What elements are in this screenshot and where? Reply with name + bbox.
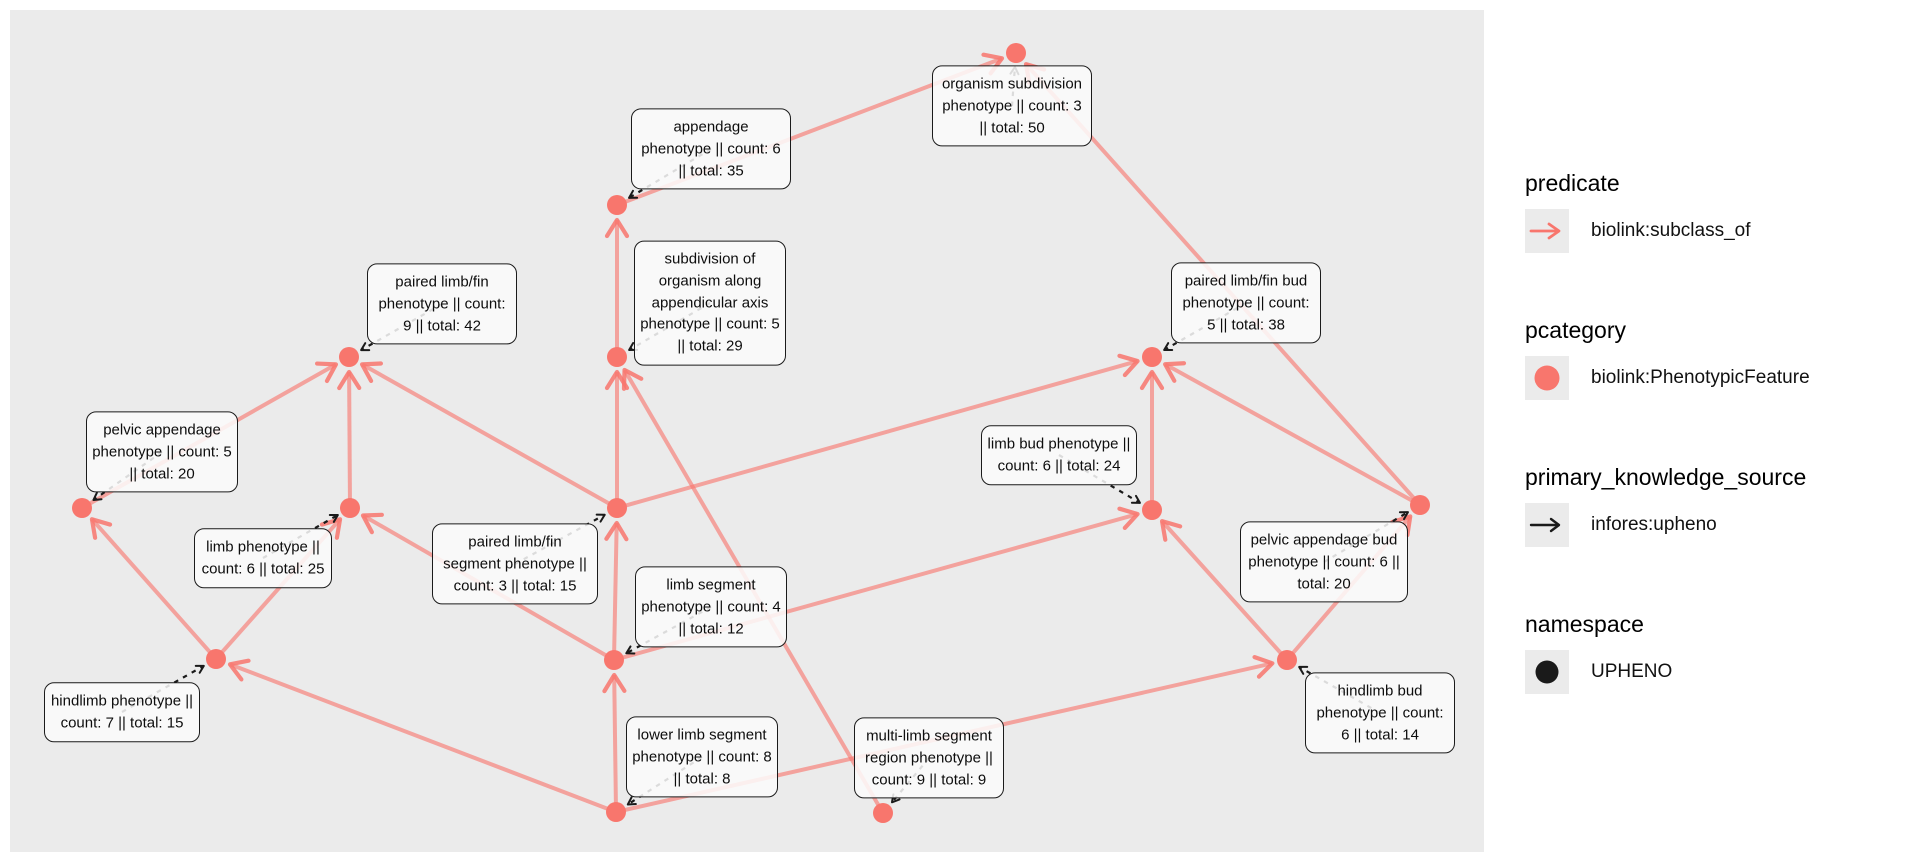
legend-section-namespace: namespace UPHENO xyxy=(1525,611,1915,694)
legend-title-primary-knowledge-source: primary_knowledge_source xyxy=(1525,464,1807,490)
label-connector xyxy=(360,303,443,352)
legend-label: UPHENO xyxy=(1591,661,1673,682)
edge-subclass-of xyxy=(613,506,1140,662)
edge-subclass-of xyxy=(1023,62,1422,507)
legend-item-infores-upheno: infores:upheno xyxy=(1525,503,1915,547)
label-connector xyxy=(92,451,163,501)
edge-subclass-of xyxy=(337,369,362,509)
graph-node-subdivision-of-organism-along-appendicular-axis-phenotype xyxy=(607,347,627,367)
edges-layer xyxy=(81,52,1422,815)
edge-subclass-of xyxy=(359,361,618,510)
edge-subclass-of xyxy=(621,367,885,815)
legend-section-primary-knowledge-source: primary_knowledge_source infores:upheno xyxy=(1525,464,1915,547)
label-connector xyxy=(1323,511,1409,563)
graph-node-hindlimb-phenotype xyxy=(206,649,226,669)
edge-subclass-of xyxy=(604,520,629,661)
legend-label: biolink:subclass_of xyxy=(1591,220,1751,241)
label-connector xyxy=(628,302,711,351)
legend-item-subclass-of: biolink:subclass_of xyxy=(1525,209,1915,253)
legend-section-predicate: predicate biolink:subclass_of xyxy=(1525,170,1915,253)
label-connector xyxy=(1298,665,1381,714)
graph-node-hindlimb-bud-phenotype xyxy=(1277,650,1297,670)
graph-node-pelvic-appendage-phenotype xyxy=(72,498,92,518)
graph-node-pelvic-appendage-bud-phenotype xyxy=(1410,495,1430,515)
graph-node-lower-limb-segment-phenotype xyxy=(606,802,626,822)
legend-label: biolink:PhenotypicFeature xyxy=(1591,367,1810,388)
edge-subclass-of xyxy=(214,517,343,661)
legend-title-namespace: namespace xyxy=(1525,611,1644,637)
label-connector xyxy=(890,757,930,804)
graph-node-paired-limb-fin-bud-phenotype xyxy=(1142,347,1162,367)
edge-subclass-of xyxy=(615,654,1275,814)
label-connector xyxy=(626,756,703,806)
graph-node-appendage-phenotype xyxy=(607,195,627,215)
graph-node-multi-limb-segment-region-phenotype xyxy=(873,803,893,823)
edge-subclass-of xyxy=(602,672,627,813)
legend: predicate biolink:subclass_of pcategory xyxy=(1525,170,1915,758)
edge-subclass-of xyxy=(81,361,339,510)
nodes-layer xyxy=(72,43,1430,823)
legend-item-phenotypic-feature: biolink:PhenotypicFeature xyxy=(1525,356,1915,400)
edge-subclass-of xyxy=(89,517,218,661)
namespace-dot-icon xyxy=(1525,650,1569,694)
graph-node-limb-phenotype xyxy=(340,498,360,518)
edge-subclass-of xyxy=(1159,519,1289,662)
edge-subclass-of xyxy=(360,512,615,662)
legend-section-pcategory: pcategory biolink:PhenotypicFeature xyxy=(1525,317,1915,400)
legend-item-upheno: UPHENO xyxy=(1525,650,1915,694)
label-connector xyxy=(1009,65,1020,107)
knowledge-source-arrow-icon xyxy=(1525,503,1569,547)
graph-node-limb-bud-phenotype xyxy=(1142,500,1162,520)
edge-subclass-of xyxy=(616,52,1005,207)
graph-node-organism-subdivision-phenotype xyxy=(1006,43,1026,63)
label-connector xyxy=(514,513,606,565)
legend-title-predicate: predicate xyxy=(1525,170,1620,196)
label-connector xyxy=(1058,454,1141,504)
edge-subclass-of xyxy=(616,353,1140,510)
edge-subclass-of xyxy=(1163,361,1421,507)
label-connector xyxy=(1163,302,1247,352)
phenotypic-feature-dot-icon xyxy=(1525,356,1569,400)
label-connector xyxy=(121,664,205,713)
edge-subclass-of xyxy=(1285,514,1413,662)
subclass-of-arrow-icon xyxy=(1525,209,1569,253)
graph-node-paired-limb-fin-phenotype xyxy=(339,347,359,367)
legend-label: infores:upheno xyxy=(1591,514,1717,535)
graph-node-limb-segment-phenotype xyxy=(604,650,624,670)
edge-subclass-of xyxy=(227,658,617,814)
legend-title-pcategory: pcategory xyxy=(1525,317,1627,343)
label-connectors-layer xyxy=(92,65,1409,806)
graph-node-paired-limb-fin-segment-phenotype xyxy=(607,498,627,518)
